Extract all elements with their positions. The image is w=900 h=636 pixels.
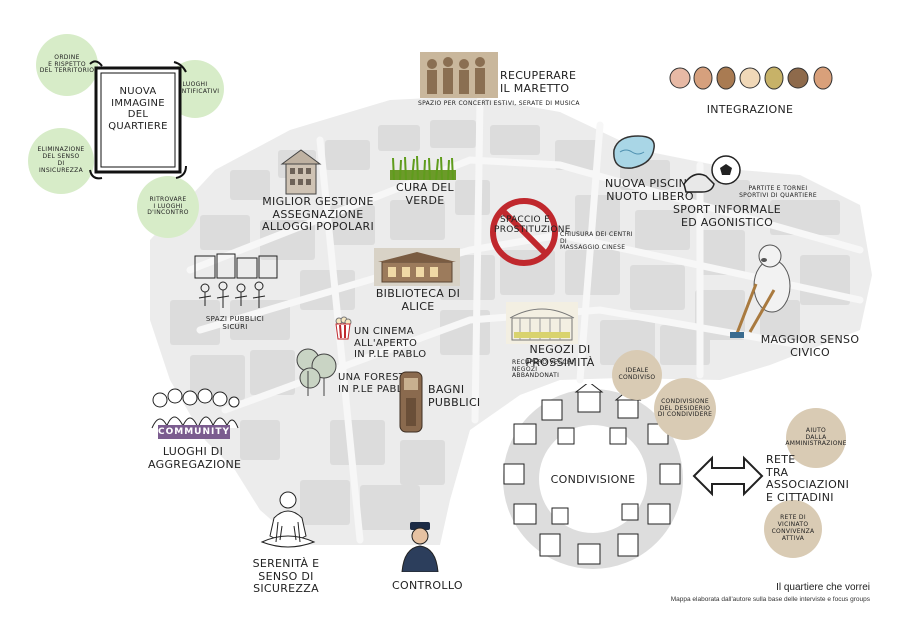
shop-icon bbox=[506, 302, 578, 344]
houses-ring-icon bbox=[498, 381, 688, 574]
house-icon bbox=[278, 146, 324, 196]
sharing-text: IDEALE CONDIVISO bbox=[618, 367, 656, 381]
rete-label: RETE TRA ASSOCIAZIONI E CITTADINI bbox=[766, 453, 850, 504]
negozi-sub: RECUPERO VECCHI NEGOZI ABBANDONATI bbox=[512, 359, 574, 380]
bathers-photo-icon bbox=[420, 52, 498, 98]
goal-text: ORDINE E RISPETTO DEL TERRITORIO bbox=[39, 53, 95, 75]
alloggi-label: MIGLIOR GESTIONE ASSEGNAZIONE ALLOGGI PO… bbox=[262, 195, 375, 234]
maretto-sub: SPAZIO PER CONCERTI ESTIVI, SERATE DI MU… bbox=[418, 100, 580, 107]
trees-icon bbox=[294, 346, 338, 398]
spazi-label: SPAZI PUBBLICI SICURI bbox=[205, 315, 265, 331]
biblioteca-label: BIBLIOTECA DI ALICE bbox=[375, 287, 461, 313]
sharing-text: CONDIVISIONE DEL DESIDERIO DI CONDIVIDER… bbox=[657, 397, 713, 419]
roads bbox=[186, 96, 864, 544]
piscina-label: NUOVA PISCINA NUOTO LIBERO bbox=[604, 177, 696, 203]
goal-text: LUOGHI IDENTIFICATIVI bbox=[170, 81, 220, 95]
community-badge: COMMUNITY bbox=[158, 425, 231, 439]
no-sign-icon bbox=[488, 196, 560, 268]
toilet-cabin-icon bbox=[398, 368, 424, 434]
caption-subtitle: Mappa elaborata dall'autore sulla base d… bbox=[670, 596, 870, 603]
network-circle: RETE DI VICINATO CONVIVENZA ATTIVA bbox=[764, 500, 822, 558]
foresta-label: UNA FORESTA IN P.LE PABLO bbox=[338, 372, 412, 395]
soccer-ball-icon bbox=[683, 155, 741, 193]
sport-icons bbox=[682, 154, 742, 198]
community-group-icon bbox=[150, 384, 240, 430]
pool-icon bbox=[608, 132, 658, 172]
ornate-frame: NUOVA IMMAGINE DEL QUARTIERE bbox=[88, 60, 188, 180]
library-building-icon bbox=[374, 248, 460, 286]
serenita-label: SERENITÀ E SENSO DI SICUREZZA bbox=[252, 557, 320, 596]
crowd-sketch-icon bbox=[193, 252, 279, 312]
network-circle: AIUTO DALLA AMMINISTRAZIONE bbox=[785, 408, 847, 468]
dog-broom-icon bbox=[730, 240, 800, 340]
goal-circle: ELIMINAZIONE DEL SENSO DI INSICUREZZA bbox=[28, 128, 94, 194]
massaggio-label: CHIUSURA DEI CENTRI DI MASSAGGIO CINESE bbox=[560, 231, 633, 252]
city-blocks bbox=[170, 120, 850, 530]
police-officer-icon bbox=[398, 520, 442, 573]
network-text: RETE DI VICINATO CONVIVENZA ATTIVA bbox=[771, 514, 815, 542]
buddha-icon bbox=[256, 488, 320, 548]
faces-icon bbox=[668, 66, 838, 90]
goal-text: ELIMINAZIONE DEL SENSO DI INSICUREZZA bbox=[37, 146, 85, 174]
spaccio-label: SPACCIO E PROSTITUZIONE bbox=[494, 215, 571, 236]
negozi-label: NEGOZI DI PROSSIMITÀ bbox=[525, 343, 595, 369]
goal-circle: RITROVARE I LUOGHI D'INCONTRO bbox=[137, 176, 199, 238]
aggregazione-label: LUOGHI DI AGGREGAZIONE bbox=[148, 445, 242, 471]
integrazione-label: INTEGRAZIONE bbox=[706, 103, 794, 116]
condivisione-label: CONDIVISIONE bbox=[550, 473, 636, 486]
network-text: AIUTO DALLA AMMINISTRAZIONE bbox=[785, 426, 847, 448]
controllo-label: CONTROLLO bbox=[392, 579, 463, 592]
double-arrow-icon bbox=[690, 452, 766, 500]
sport-label: SPORT INFORMALE ED AGONISTICO bbox=[672, 203, 782, 229]
goal-circle: ORDINE E RISPETTO DEL TERRITORIO bbox=[36, 34, 98, 96]
civico-label: MAGGIOR SENSO CIVICO bbox=[760, 333, 860, 359]
popcorn-icon bbox=[334, 316, 352, 340]
sharing-circle: IDEALE CONDIVISO bbox=[612, 350, 662, 400]
cinema-label: UN CINEMA ALL'APERTO IN P.LE PABLO bbox=[354, 326, 427, 360]
caption-title: Il quartiere che vorrei bbox=[776, 582, 870, 593]
sharing-circle: CONDIVISIONE DEL DESIDERIO DI CONDIVIDER… bbox=[654, 378, 716, 440]
partite-label: PARTITE E TORNEI SPORTIVI DI QUARTIERE bbox=[739, 185, 817, 199]
maretto-label: RECUPERARE IL MARETTO bbox=[500, 69, 577, 95]
grass-icon bbox=[390, 155, 456, 181]
ornate-frame-icon bbox=[89, 60, 187, 180]
verde-label: CURA DEL VERDE bbox=[396, 181, 454, 207]
frame-title: NUOVA IMMAGINE DEL QUARTIERE bbox=[108, 86, 168, 132]
bagni-label: BAGNI PUBBLICI bbox=[428, 383, 481, 409]
goal-text: RITROVARE I LUOGHI D'INCONTRO bbox=[147, 195, 189, 217]
